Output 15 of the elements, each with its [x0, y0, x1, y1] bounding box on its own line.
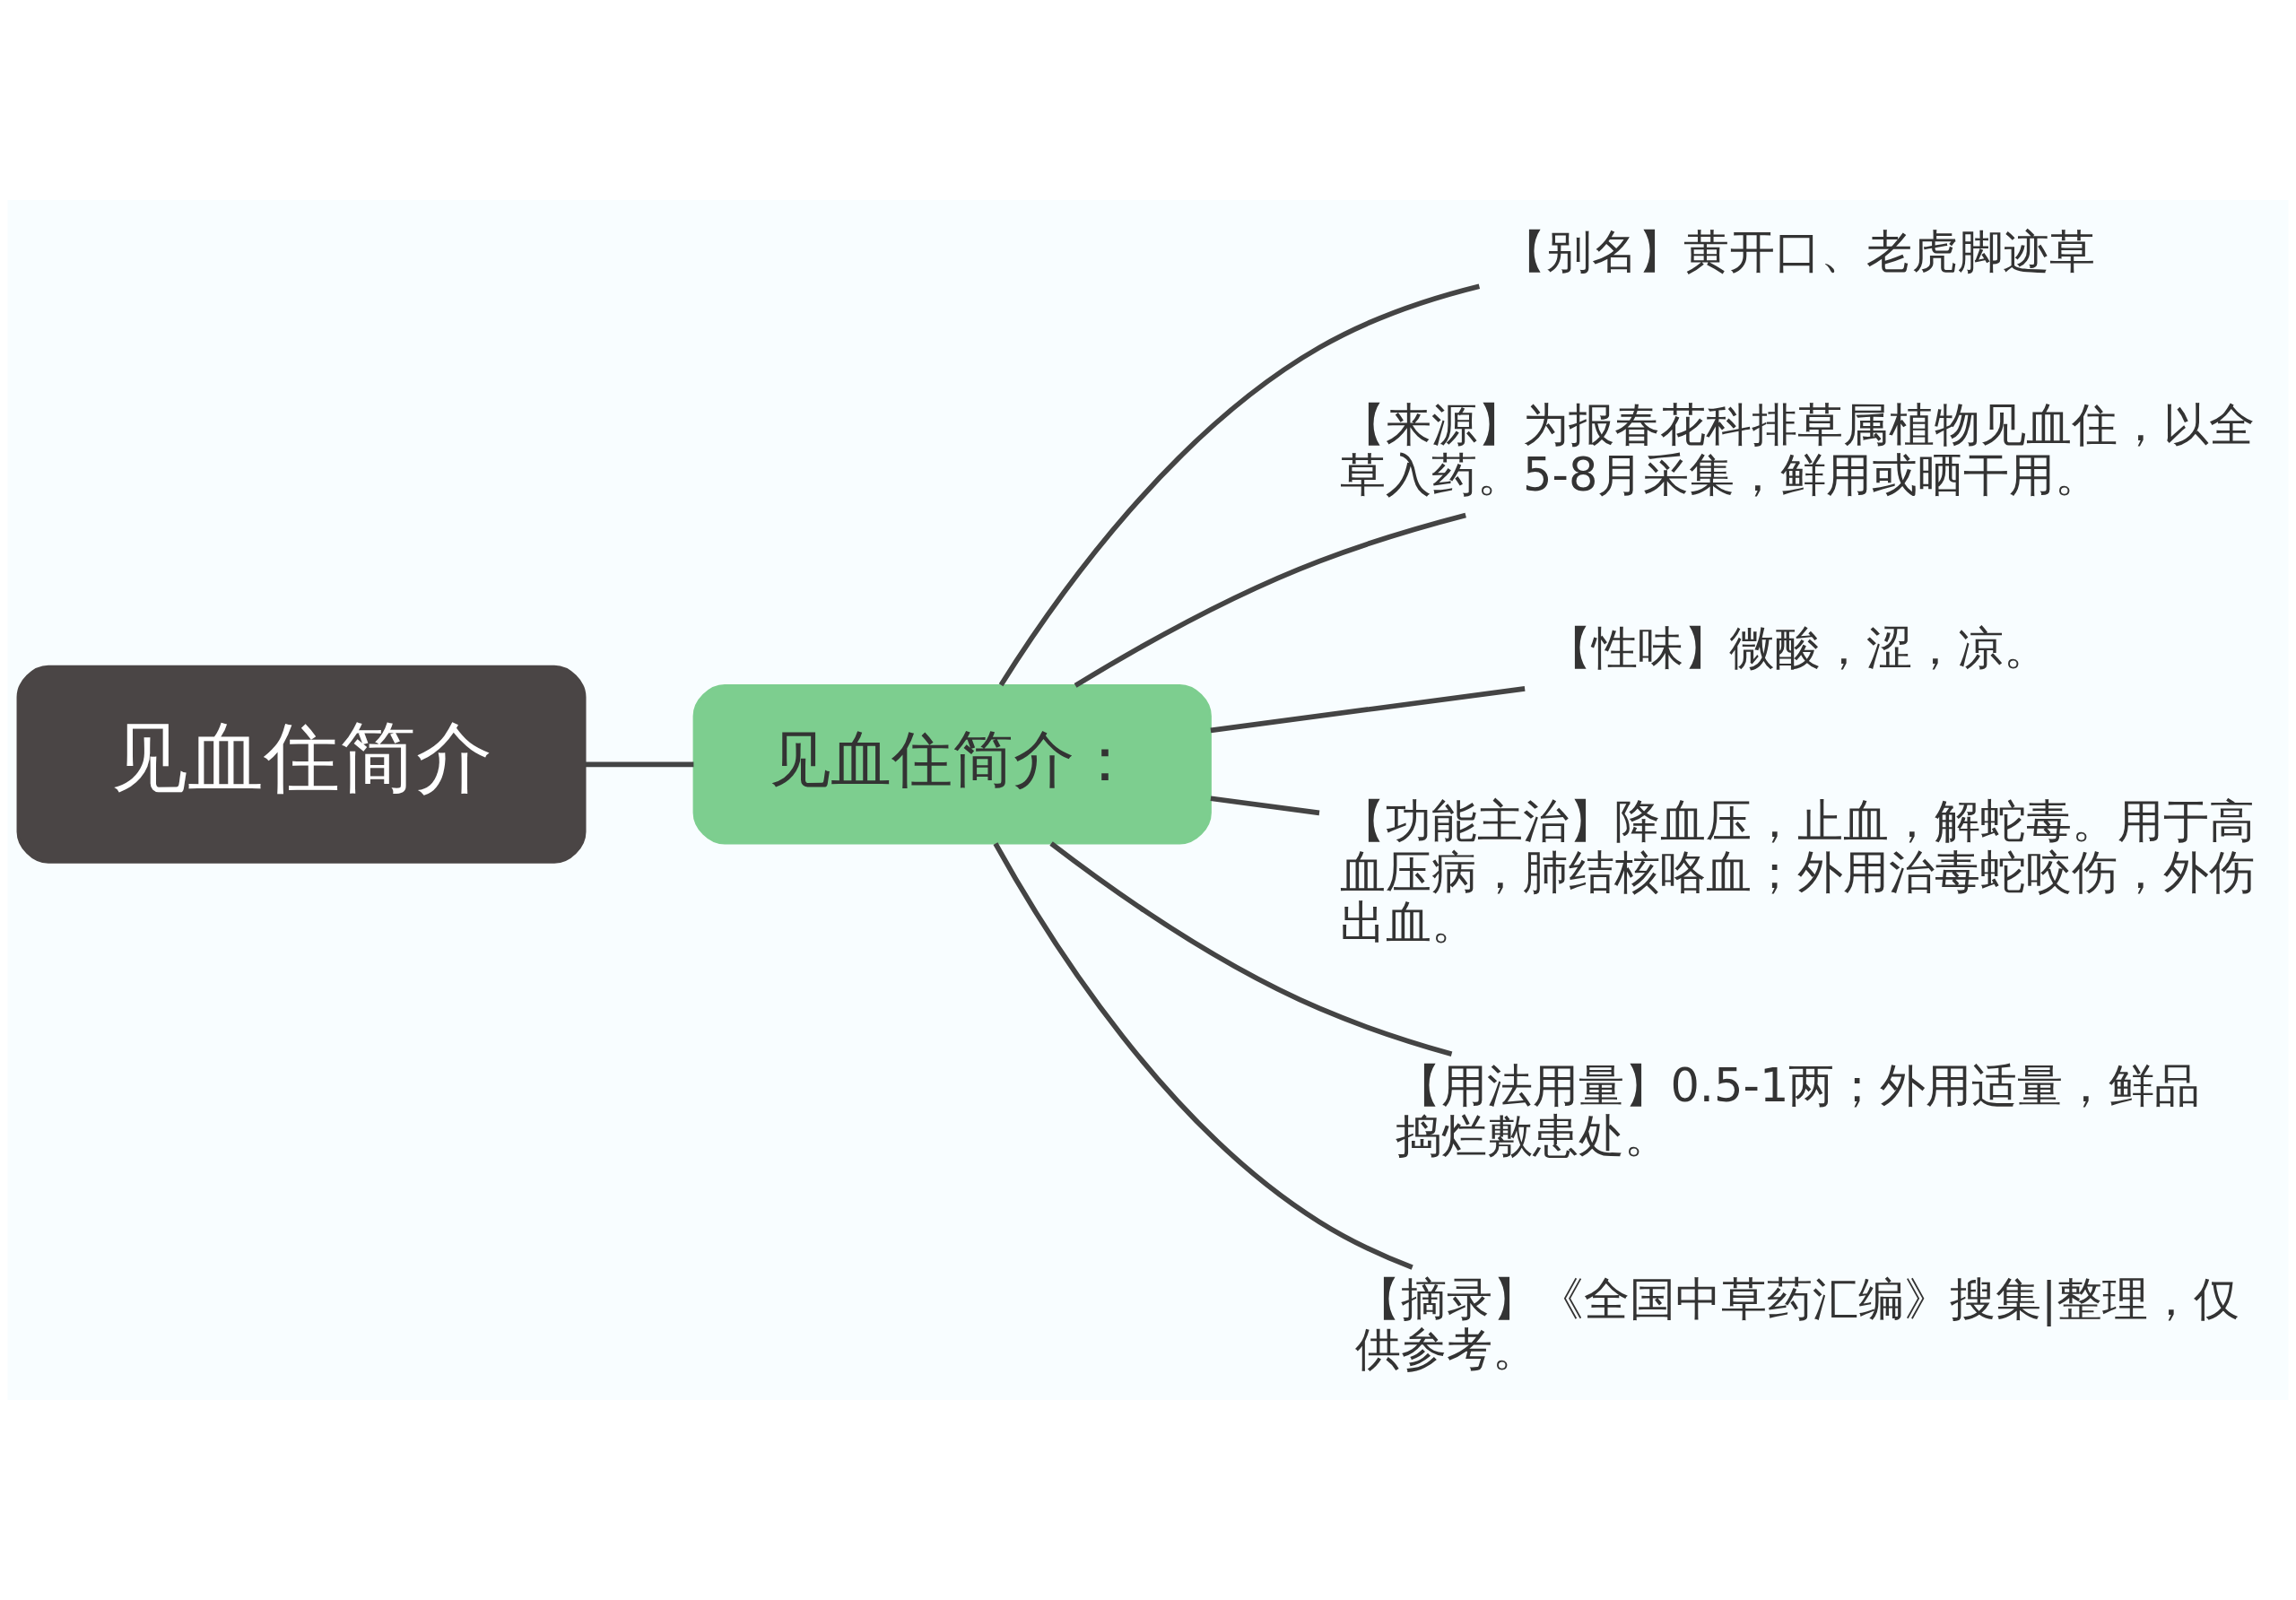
node-text: 【来源】为报春花科排草属植物见血住，以全草入药。5-8月采集，鲜用或晒干用。: [1340, 397, 2256, 502]
connector: [993, 842, 1413, 1270]
node-box: 见血住简介: [16, 665, 587, 864]
connector: [585, 761, 694, 768]
node-text: 【用法用量】0.5-1两；外用适量，鲜品捣烂敷患处。: [1396, 1058, 2201, 1163]
node-text: 【功能主治】降血压，止血，解蛇毒。用于高血压病，肺结核咯血；外用治毒蛇咬伤，外伤出血。: [1340, 794, 2256, 950]
connector: [1074, 512, 1466, 688]
connector: [998, 283, 1481, 687]
node-box: 见血住简介：: [692, 684, 1212, 845]
node-text: 【别名】黄开口、老虎脚迹草: [1500, 224, 2095, 278]
node-text: 【摘录】《全国中草药汇编》搜集|整理，仅供参考。: [1355, 1272, 2240, 1377]
connector: [1210, 796, 1320, 816]
connector: [1049, 841, 1453, 1057]
node-text: 【性味】微酸，涩，凉。: [1545, 622, 2049, 675]
connector: [1210, 686, 1526, 734]
